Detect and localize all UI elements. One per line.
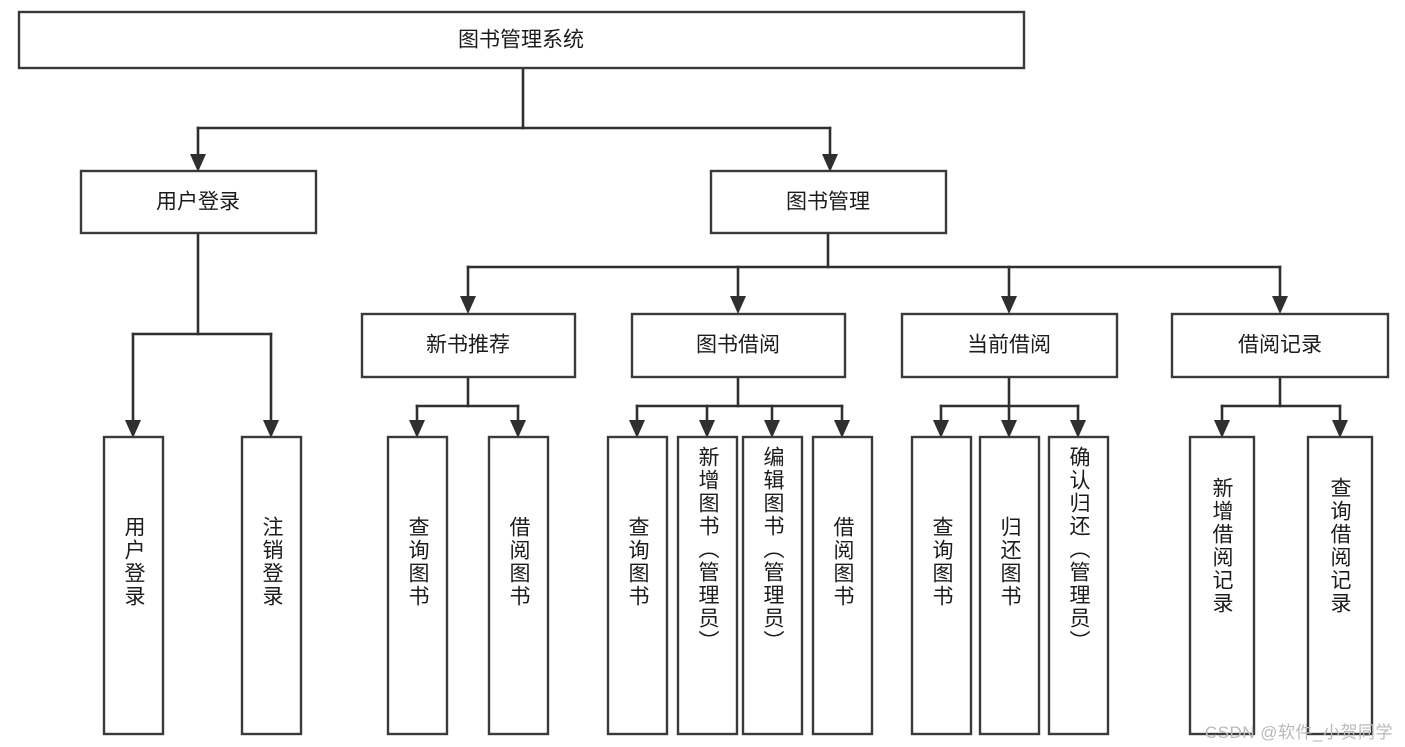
leaf-box-current-borrow-0[interactable] — [910, 435, 973, 736]
connector-borrowrecord-to-leaves — [1214, 375, 1348, 438]
node-borrow-record[interactable] — [1170, 312, 1390, 379]
leaf-box-book-borrow-0[interactable] — [606, 435, 669, 736]
leaf-box-book-borrow-3[interactable] — [811, 435, 874, 736]
leaf-box-new-book-1[interactable] — [487, 435, 550, 736]
leaf-box-current-borrow-2[interactable] — [1047, 435, 1110, 736]
connector-userlogin-to-leaves — [125, 231, 279, 438]
connector-bookborrow-to-leaves — [629, 375, 850, 438]
leaf-box-current-borrow-1[interactable] — [978, 435, 1041, 736]
node-root-label: 图书管理系统 — [458, 29, 584, 52]
leaf-box-book-borrow-1[interactable] — [676, 435, 739, 736]
leaf-box-book-borrow-2[interactable] — [741, 435, 804, 736]
connector-currentborrow-to-leaves — [933, 375, 1086, 438]
csdn-watermark: CSDN @软件_小贺同学 — [1204, 723, 1393, 742]
node-current-borrow-label: 当前借阅 — [967, 334, 1051, 357]
node-new-book-recommend[interactable] — [360, 312, 577, 379]
leaf-box-borrow-record-1[interactable] — [1306, 435, 1374, 736]
leaf-box-user-login-1[interactable] — [240, 435, 303, 736]
node-user-login[interactable] — [79, 169, 318, 235]
node-book-borrow[interactable] — [630, 312, 847, 379]
leaf-box-borrow-record-0[interactable] — [1188, 435, 1256, 736]
node-borrow-record-label: 借阅记录 — [1238, 334, 1322, 357]
node-new-book-recommend-label: 新书推荐 — [426, 334, 510, 357]
connector-newbook-to-leaves — [409, 375, 526, 438]
node-root[interactable] — [17, 10, 1026, 70]
node-book-management[interactable] — [709, 169, 948, 235]
connector-root-to-level2 — [190, 66, 838, 172]
node-user-login-label: 用户登录 — [156, 191, 240, 214]
connector-bookmgmt-to-level3 — [460, 231, 1288, 314]
leaf-box-user-login-0[interactable] — [102, 435, 165, 736]
node-book-management-label: 图书管理 — [786, 191, 870, 214]
leaf-box-new-book-0[interactable] — [386, 435, 449, 736]
node-current-borrow[interactable] — [900, 312, 1119, 379]
node-book-borrow-label: 图书借阅 — [696, 334, 780, 357]
